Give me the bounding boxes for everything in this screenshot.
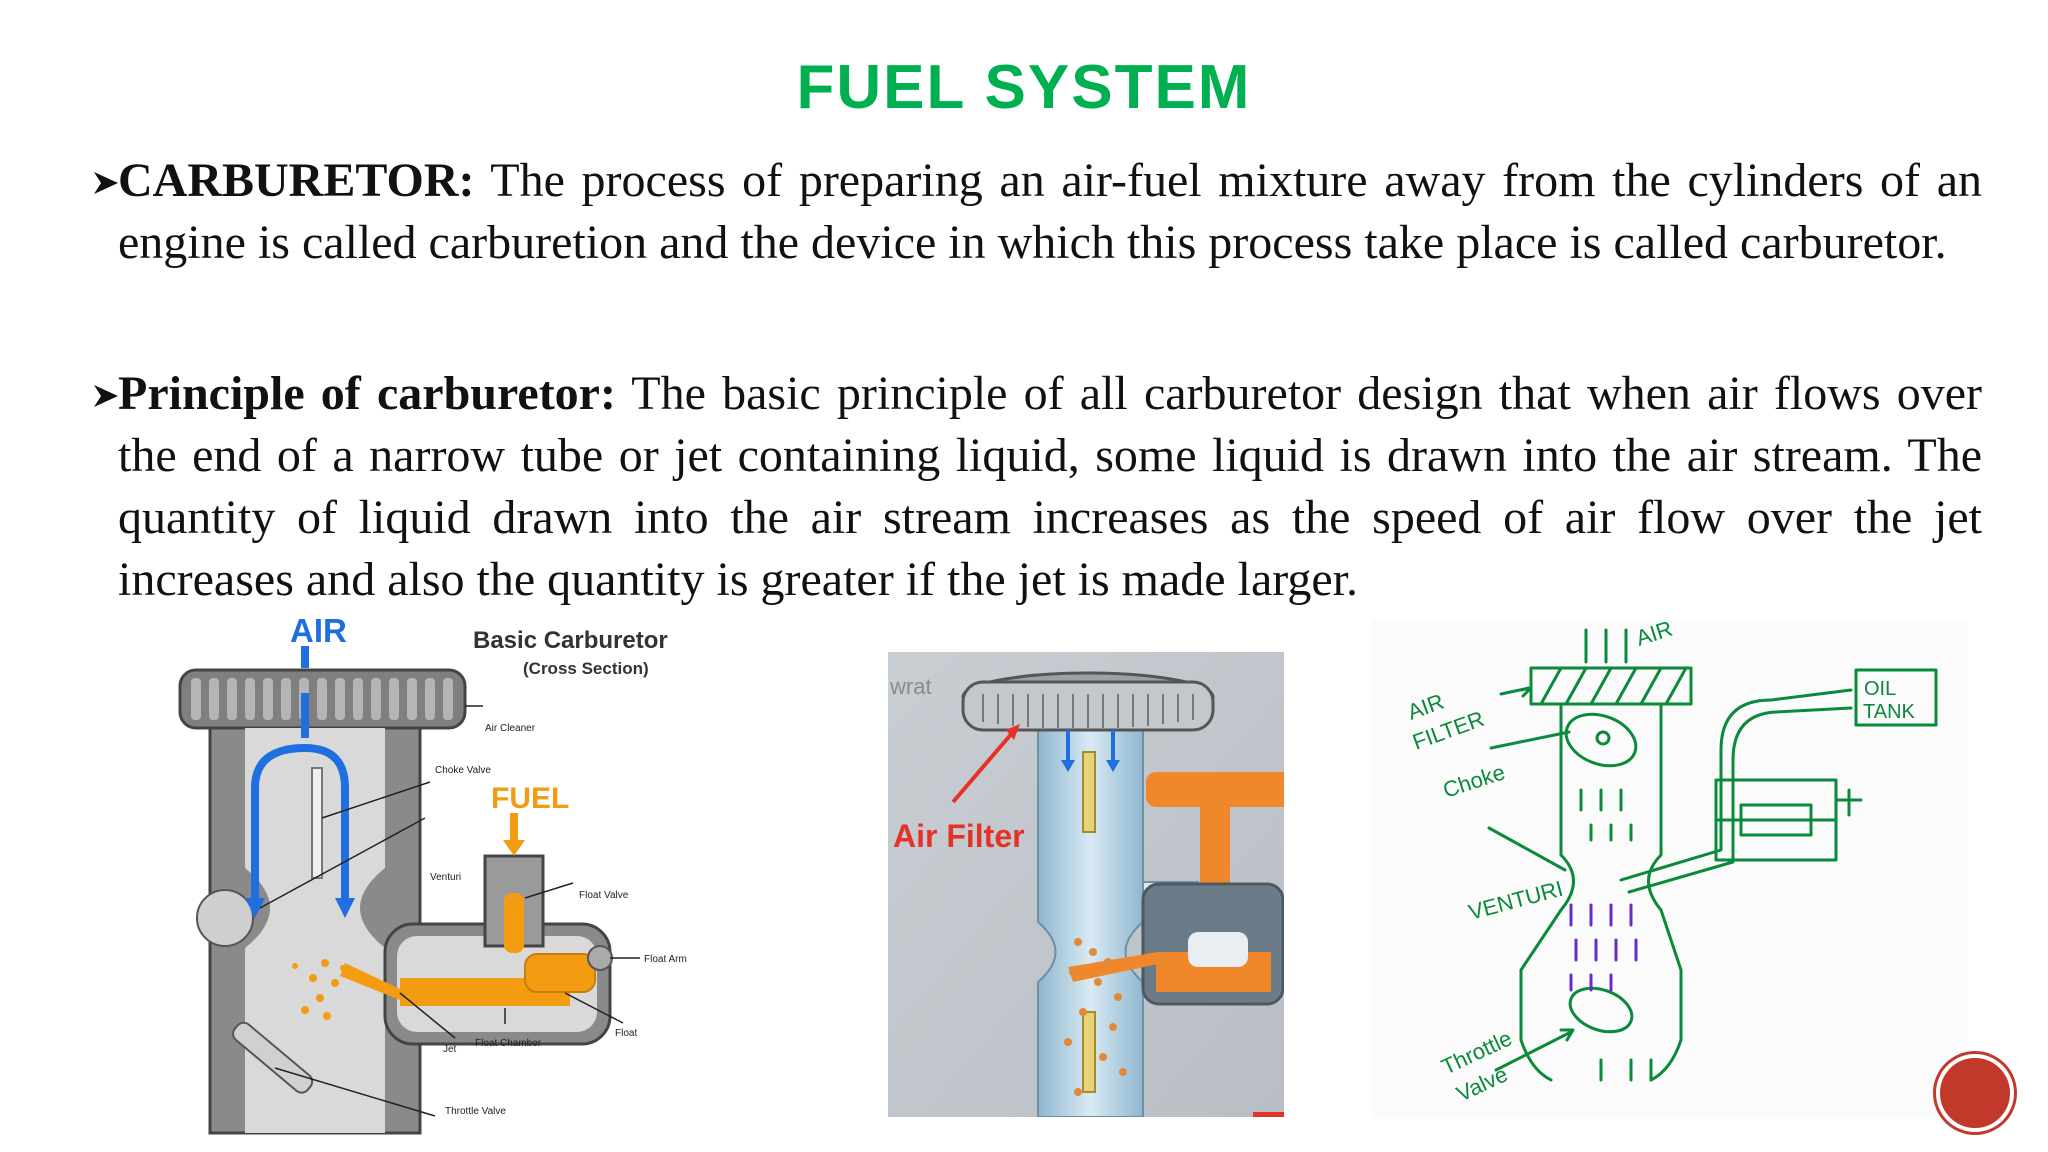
label-float-valve: Float Valve	[579, 890, 629, 901]
label-choke-valve: Choke Valve	[435, 765, 491, 776]
label-float: Float	[615, 1028, 637, 1039]
label-throttle-valve: Throttle Valve	[445, 1106, 506, 1117]
paragraph-heading: Principle of carburetor:	[118, 367, 616, 420]
label-jet: Jet	[443, 1044, 457, 1055]
corner-text: wrat	[889, 674, 932, 699]
air-filter-label: Air Filter	[893, 818, 1025, 854]
label-venturi: Venturi	[430, 872, 461, 883]
label-float-arm: Float Arm	[644, 954, 687, 965]
paragraph-heading: CARBURETOR:	[118, 154, 475, 207]
arrow-bullet-icon	[94, 172, 118, 194]
hand-drawn-carburetor-sketch: AIR AIR FILTER Choke OIL TANK VENTURI Th…	[1371, 620, 1967, 1118]
paragraph-carburetor: CARBURETOR: The process of preparing an …	[92, 150, 1982, 274]
air-label: AIR	[290, 618, 347, 649]
diagram-title: Basic Carburetor	[473, 627, 668, 654]
arrow-bullet-icon	[94, 385, 118, 407]
label-float-chamber: Float Chamber	[475, 1038, 542, 1049]
air-filter-diagram: wrat	[888, 652, 1284, 1117]
slide-title: FUEL SYSTEM	[796, 53, 1252, 122]
fuel-label: FUEL	[491, 782, 569, 815]
paragraph-body: CARBURETOR: The process of preparing an …	[118, 150, 1982, 274]
basic-carburetor-diagram: AIR Basic Carburetor (Cross Section) Air…	[95, 618, 745, 1138]
sketch-label-tank: TANK	[1863, 701, 1916, 723]
paragraph-body: Principle of carburetor: The basic princ…	[118, 363, 1982, 611]
slide-nav-button[interactable]	[1936, 1054, 2014, 1132]
paragraph-text: The basic principle of all carburetor de…	[118, 367, 1982, 606]
paragraph-text: The process of preparing an air-fuel mix…	[118, 154, 1982, 269]
label-air-cleaner: Air Cleaner	[485, 723, 536, 734]
sketch-label-oil: OIL	[1864, 678, 1896, 700]
diagram-subtitle: (Cross Section)	[523, 659, 649, 678]
paragraph-principle: Principle of carburetor: The basic princ…	[92, 363, 1982, 611]
